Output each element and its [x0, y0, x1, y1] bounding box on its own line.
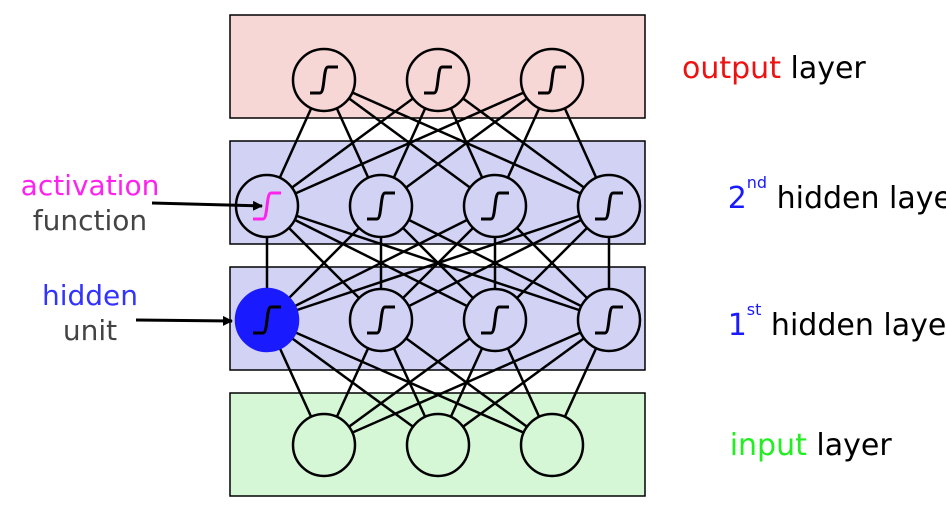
- connection-line: [323, 318, 496, 447]
- output-neuron: [405, 47, 471, 113]
- input-neuron: [405, 412, 471, 478]
- connections: [265, 78, 611, 447]
- hidden2-neuron: [576, 173, 642, 239]
- sigmoid-curve-icon: [424, 65, 452, 95]
- connection-line: [323, 318, 610, 447]
- hidden1-neuron: [576, 287, 642, 353]
- neuron-circle: [405, 412, 471, 478]
- output-neuron: [519, 47, 585, 113]
- connection-line: [266, 78, 553, 208]
- hidden-layer-2-label: 2nd hidden layer: [680, 173, 946, 216]
- hidden2-neuron: [462, 173, 528, 239]
- input-word: input: [730, 428, 807, 463]
- sigmoid-curve-icon: [538, 65, 566, 95]
- connection-line: [380, 204, 610, 322]
- input-layer-suffix: layer: [807, 428, 892, 463]
- activation-label: activation: [21, 169, 160, 202]
- sigmoid-curve-icon: [595, 305, 623, 335]
- output-layer-suffix: layer: [781, 51, 866, 86]
- hidden-1-number: 1: [728, 308, 747, 343]
- function-label: function: [33, 204, 147, 237]
- output-layer-label: output layer: [682, 51, 866, 86]
- hidden1-neuron: [462, 287, 528, 353]
- sigmoid-curve-icon: [253, 305, 281, 335]
- sigmoid-curve-icon: [367, 191, 395, 221]
- input-neuron: [291, 412, 357, 478]
- sigmoid-curve-icon: [367, 305, 395, 335]
- output-neuron: [291, 47, 357, 113]
- connection-line: [380, 78, 553, 208]
- connection-line: [437, 318, 610, 447]
- sigmoid-curve-icon: [253, 191, 281, 221]
- connection-line: [266, 204, 496, 322]
- hidden-label: hidden: [42, 279, 138, 312]
- hidden-2-suffix: hidden layer: [767, 181, 946, 216]
- connection-line: [266, 204, 610, 322]
- hidden1-neuron: [234, 287, 300, 353]
- input-neuron: [519, 412, 585, 478]
- sigmoid-curve-icon: [310, 65, 338, 95]
- hidden-1-superscript: st: [747, 300, 762, 319]
- sigmoid-curve-icon: [595, 191, 623, 221]
- hidden2-neuron: [348, 173, 414, 239]
- hidden1-neuron: [348, 287, 414, 353]
- hidden-layer-1-label: 1st hidden layer: [680, 300, 946, 343]
- input-layer-label: input layer: [682, 428, 920, 463]
- neuron-circle: [519, 412, 585, 478]
- hidden-2-superscript: nd: [747, 173, 767, 192]
- output-word: output: [682, 51, 781, 86]
- neurons: [234, 47, 642, 478]
- hidden-unit-arrow: [135, 315, 233, 326]
- activation-arrow: [151, 200, 263, 211]
- connection-line: [266, 78, 439, 208]
- hidden-1-suffix: hidden layer: [761, 308, 946, 343]
- sigmoid-curve-icon: [481, 191, 509, 221]
- hidden-2-number: 2: [728, 181, 747, 216]
- neuron-circle: [291, 412, 357, 478]
- sigmoid-curve-icon: [481, 305, 509, 335]
- unit-label: unit: [63, 314, 117, 347]
